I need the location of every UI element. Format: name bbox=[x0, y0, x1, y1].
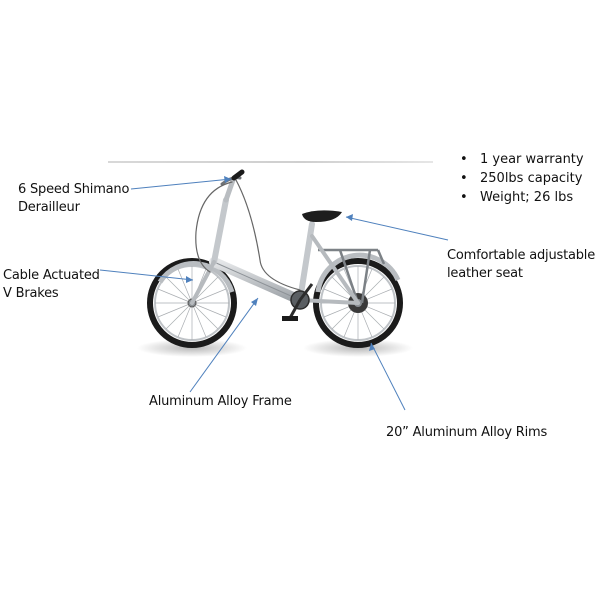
brakes-leader bbox=[99, 269, 194, 281]
seat-arrowhead bbox=[346, 214, 353, 221]
brakes-label: Cable Actuated V Brakes bbox=[3, 267, 100, 303]
rims-label: 20” Aluminum Alloy Rims bbox=[386, 425, 548, 440]
rims-arrowhead bbox=[369, 343, 375, 351]
callout-leader-lines bbox=[99, 178, 449, 411]
frame-label: Aluminum Alloy Frame bbox=[149, 394, 292, 409]
brakes-label-line2: V Brakes bbox=[3, 286, 59, 301]
rear-rack bbox=[318, 248, 386, 304]
rims-leader bbox=[370, 342, 406, 411]
derailleur-leader bbox=[130, 178, 232, 190]
spec-list: 1 year warranty 250lbs capacity Weight; … bbox=[458, 150, 584, 207]
spec-item: 250lbs capacity bbox=[458, 169, 584, 188]
callout-arrowheads bbox=[186, 176, 375, 351]
seat-label: Comfortable adjustable leather seat bbox=[447, 247, 595, 283]
derailleur-arrowhead bbox=[224, 176, 231, 183]
frame-leader bbox=[189, 297, 259, 393]
rear-fender bbox=[315, 252, 401, 293]
spec-item: 1 year warranty bbox=[458, 150, 584, 169]
seat-label-line1: Comfortable adjustable bbox=[447, 248, 595, 263]
seat-label-line2: leather seat bbox=[447, 266, 523, 281]
frame-arrowhead bbox=[251, 298, 258, 306]
spec-item: Weight; 26 lbs bbox=[458, 188, 584, 207]
front-fender bbox=[157, 261, 235, 293]
derailleur-label-line2: Derailleur bbox=[18, 200, 80, 215]
seat bbox=[302, 210, 342, 222]
derailleur-label: 6 Speed Shimano Derailleur bbox=[18, 181, 129, 217]
brakes-label-line1: Cable Actuated bbox=[3, 268, 100, 283]
crankset bbox=[282, 283, 314, 321]
brakes-arrowhead bbox=[186, 276, 193, 283]
derailleur-label-line1: 6 Speed Shimano bbox=[18, 182, 130, 197]
divider-line bbox=[108, 161, 433, 163]
seat-leader bbox=[345, 216, 449, 241]
handlebar bbox=[195, 169, 301, 291]
